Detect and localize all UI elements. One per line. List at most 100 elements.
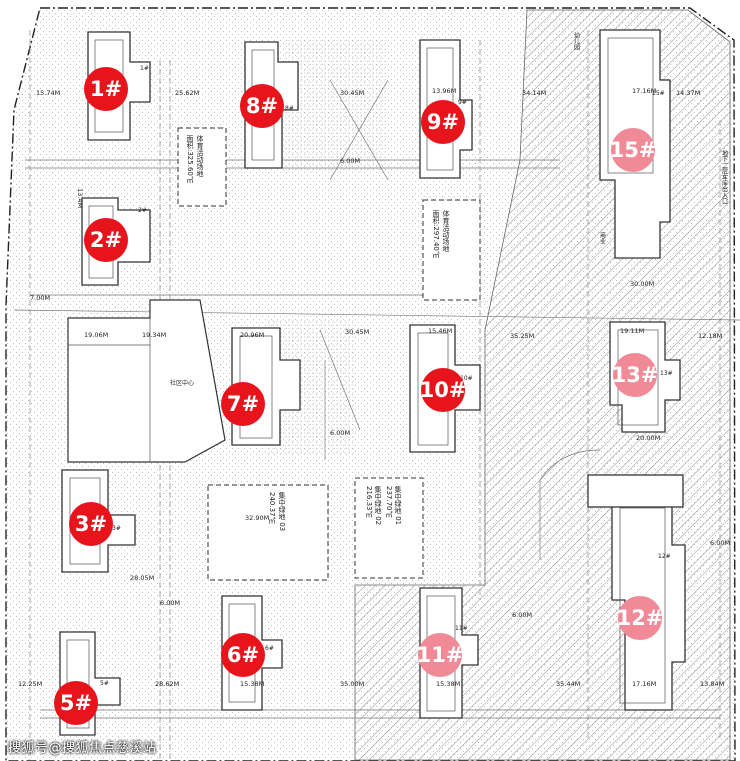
building-marker-label-9: 9# <box>427 110 459 134</box>
dim-7: 6.00M <box>340 157 360 165</box>
zone-plaza-01-02: 集中绿地 01 237.70㎡ 集中绿地 02 216.33㎡ <box>354 477 424 579</box>
small-building-tags: 1# 2# 3# 5# 6# 8# 9# 10# 11# 12# 13# 15# <box>100 65 673 687</box>
building-marker-circle-10 <box>421 368 465 412</box>
dim-31: 17.16M <box>632 87 656 95</box>
building-marker-1: 1# <box>84 67 128 111</box>
dim-11: 12.18M <box>698 332 722 340</box>
building-marker-label-13: 13# <box>612 363 659 387</box>
tag-1: 1# <box>140 65 149 72</box>
zone-plaza-02-line1: 集中绿地 02 <box>374 485 382 525</box>
zone-plaza-03: 集中绿地 03 240.37㎡ <box>207 484 329 581</box>
dim-12: 19.06M <box>84 331 108 339</box>
commercial-label: 商业 <box>599 231 606 244</box>
dim-26: 12.25M <box>18 680 42 688</box>
building-marker-circle-5 <box>54 681 98 725</box>
dim-33: 6.00M <box>710 539 730 547</box>
community-center: 社区中心 <box>67 299 226 463</box>
dim-24: 35.44M <box>556 680 580 688</box>
zone-sports-north: 体育活动场地 面积:325.60㎡ <box>177 127 227 207</box>
zone-sports-north-line1: 体育活动场地 <box>196 134 204 177</box>
building-marker-label-11: 11# <box>417 643 464 667</box>
building-marker-circle-15 <box>611 128 655 172</box>
building-marker-label-7: 7# <box>227 392 259 416</box>
dim-30: 17.16M <box>632 680 656 688</box>
building-marker-10: 10# <box>420 368 467 412</box>
building-markers: 1# 2# 3# 5# 6# 7# 8# 9# 10# 11# 12# 13# 15# <box>54 67 663 725</box>
building-marker-circle-1 <box>84 67 128 111</box>
dim-14: 20.96M <box>240 331 264 339</box>
zone-sports-east: 体育活动场地 面积:297.40㎡ <box>422 199 481 301</box>
tag-2: 2# <box>138 207 147 214</box>
tag-10: 10# <box>460 375 473 382</box>
building-marker-circle-9 <box>421 100 465 144</box>
tag-5: 5# <box>100 680 109 687</box>
dim-10: 35.25M <box>510 332 534 340</box>
building-marker-6: 6# <box>221 633 265 677</box>
building-marker-2: 2# <box>84 218 128 262</box>
tag-13: 13# <box>660 370 673 377</box>
building-marker-label-8: 8# <box>246 94 278 118</box>
dim-6: 13.4M <box>76 188 84 208</box>
dim-25: 13.84M <box>700 680 724 688</box>
dim-22: 6.00M <box>512 611 532 619</box>
dim-27: 28.62M <box>155 680 179 688</box>
underground-entry-label: 地下二层车库出入口 <box>721 149 728 205</box>
building-marker-3: 3# <box>69 502 113 546</box>
dim-34: 32.90M <box>245 514 269 522</box>
building-marker-label-5: 5# <box>60 691 92 715</box>
building-marker-circle-6 <box>221 633 265 677</box>
dim-32: 13.96M <box>432 87 456 95</box>
dim-19: 28.05M <box>130 574 154 582</box>
zone-plaza-03-line2: 240.37㎡ <box>268 492 276 524</box>
building-marker-5: 5# <box>54 681 98 725</box>
dim-8: 30.00M <box>630 280 654 288</box>
tag-12: 12# <box>658 553 671 560</box>
building-marker-8: 8# <box>240 84 284 128</box>
building-marker-12: 12# <box>617 596 664 640</box>
zone-plaza-01-line2: 237.70㎡ <box>385 486 393 518</box>
zone-plaza-01-line1: 集中绿地 01 <box>394 485 402 525</box>
building-marker-13: 13# <box>612 353 659 397</box>
watermark: 搜狐号@搜狐焦点慈溪站 <box>8 741 157 756</box>
dim-21: 20.00M <box>636 434 660 442</box>
building-marker-circle-13 <box>613 353 657 397</box>
dim-29: 15.38M <box>436 680 460 688</box>
building-marker-label-3: 3# <box>75 512 107 536</box>
building-marker-15: 15# <box>610 128 657 172</box>
dim-2: 25.62M <box>175 89 199 97</box>
building-marker-circle-11 <box>418 633 462 677</box>
building-marker-circle-12 <box>618 596 662 640</box>
dim-4: 34.14M <box>522 89 546 97</box>
building-marker-circle-3 <box>69 502 113 546</box>
dim-18: 7.00M <box>30 294 50 302</box>
dimension-labels: 15.74M 25.62M 30.45M 34.14M 14.37M 13.4M… <box>18 87 730 688</box>
building-marker-label-15: 15# <box>610 138 657 162</box>
building-marker-circle-8 <box>240 84 284 128</box>
dim-9: 30.45M <box>345 328 369 336</box>
building-marker-circle-2 <box>84 218 128 262</box>
building-marker-label-12: 12# <box>617 606 664 630</box>
dim-16: 19.11M <box>620 327 644 335</box>
dim-15: 15.46M <box>428 327 452 335</box>
dim-13: 19.34M <box>142 331 166 339</box>
building-marker-9: 9# <box>421 100 465 144</box>
dim-20: 6.00M <box>160 599 180 607</box>
building-marker-label-1: 1# <box>90 77 122 101</box>
community-center-label: 社区中心 <box>170 379 194 387</box>
plaza-dotted-north <box>285 40 385 170</box>
zone-plaza-03-line1: 集中绿地 03 <box>278 491 286 531</box>
building-marker-circle-7 <box>221 382 265 426</box>
dim-28: 15.38M <box>240 680 264 688</box>
kindergarten-label: 幼儿园 <box>573 31 580 51</box>
dim-5: 14.37M <box>676 89 700 97</box>
building-marker-label-2: 2# <box>90 228 122 252</box>
zone-sports-east-line2: 面积:297.40㎡ <box>432 210 440 258</box>
building-marker-label-6: 6# <box>227 643 259 667</box>
zone-sports-east-line1: 体育活动场地 <box>442 209 450 252</box>
tag-6: 6# <box>265 645 274 652</box>
zone-sports-north-line2: 面积:325.60㎡ <box>186 135 194 183</box>
dim-3: 30.45M <box>340 89 364 97</box>
building-marker-label-10: 10# <box>420 378 467 402</box>
building-marker-11: 11# <box>417 633 464 677</box>
